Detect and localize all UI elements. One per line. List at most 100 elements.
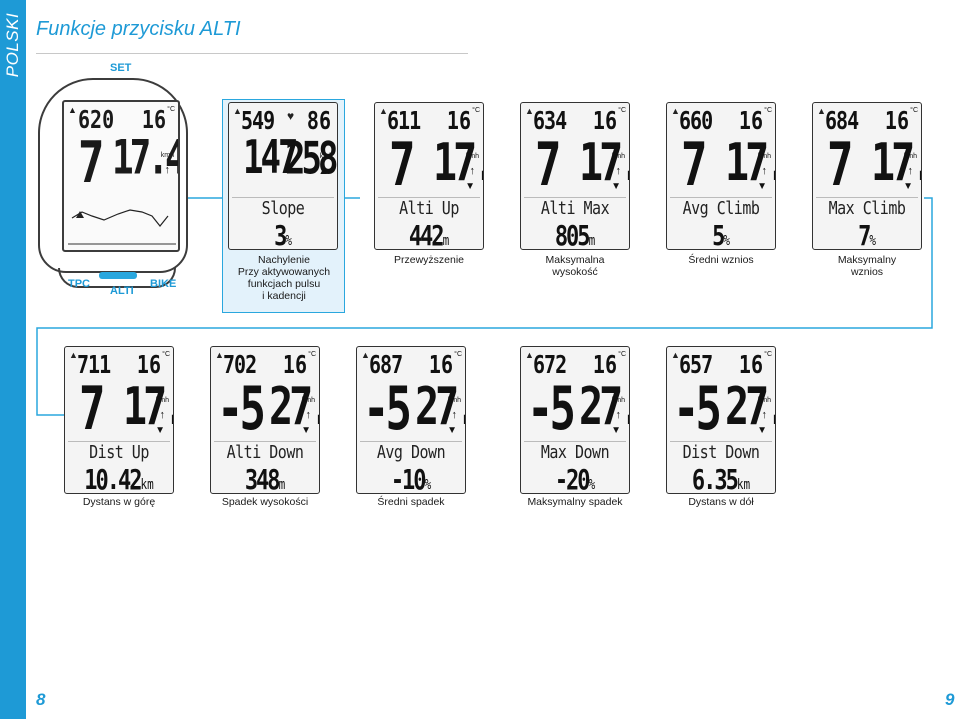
lcd-temp-unit: °C bbox=[454, 351, 462, 358]
tpc-button-label: TPC bbox=[68, 278, 90, 290]
arrow-up-icon: ↑ bbox=[907, 165, 914, 177]
arrow-up-icon: ↑ bbox=[761, 165, 768, 177]
arrow-up-icon: ▲ bbox=[318, 165, 329, 177]
device-temp-unit: °C bbox=[167, 106, 175, 113]
lcd-mode-value: 5% bbox=[712, 221, 730, 250]
lcd-divider bbox=[524, 441, 626, 442]
bike-button-label: BIKE bbox=[150, 278, 177, 290]
language-sidebar: POLSKI bbox=[0, 0, 26, 719]
lcd-mode-value: 442m bbox=[408, 221, 450, 250]
lcd-altitude: 687 bbox=[369, 349, 403, 379]
mountain-icon: ▲ bbox=[671, 106, 680, 116]
triangle-down-icon: ▼ bbox=[447, 425, 457, 436]
lcd-temperature: 16 bbox=[738, 349, 763, 379]
lcd-mode-value: -20% bbox=[554, 465, 596, 494]
lcd-speed-unit: kmh bbox=[611, 397, 625, 404]
alti-button[interactable] bbox=[99, 272, 137, 279]
triangle-down-icon: ▼ bbox=[757, 425, 767, 436]
mountain-icon: ▲ bbox=[215, 350, 224, 360]
lcd-divider bbox=[360, 441, 462, 442]
caption-dist-down: Dystans w dół bbox=[656, 496, 786, 508]
caption-text: Maksymalny wznios bbox=[837, 254, 897, 278]
lcd-speed-left: -5 bbox=[673, 375, 722, 444]
lcd-temperature: 16 bbox=[738, 105, 763, 135]
lcd-speed-right: 27.4 bbox=[579, 377, 629, 437]
lcd-pulse: 147 bbox=[243, 131, 298, 185]
device-screen: ▲ 620 16 °C 7 17.4 kmh ↑ bbox=[62, 100, 180, 252]
lcd-temp-unit: °C bbox=[764, 107, 772, 114]
altitude-profile-graph bbox=[68, 209, 176, 245]
arrow-up-icon: ↑ bbox=[761, 409, 768, 421]
caption-alti-up: Przewyższenie bbox=[364, 254, 494, 266]
lcd-mode: Alti Max bbox=[540, 197, 610, 219]
caption-avg-down: Średni spadek bbox=[346, 496, 476, 508]
lcd-mode-value: 348m bbox=[244, 465, 286, 494]
lcd-temp-unit: °C bbox=[618, 351, 626, 358]
caption-text: Średni spadek bbox=[377, 496, 445, 508]
lcd-mode: Dist Up bbox=[89, 441, 149, 463]
arrow-up-icon: ↑ bbox=[615, 409, 622, 421]
lcd-speed-unit: kmh bbox=[155, 397, 169, 404]
lcd-speed-right: 27.4 bbox=[269, 377, 319, 437]
lcd-temp-unit: °C bbox=[472, 107, 480, 114]
lcd-mode-value: 6.35km bbox=[691, 465, 751, 494]
arrow-up-icon: ↑ bbox=[615, 165, 622, 177]
alti-button-label: ALTI bbox=[110, 285, 134, 297]
language-label: POLSKI bbox=[3, 12, 22, 78]
heart-rate-icon: ♥ bbox=[287, 109, 295, 123]
lcd-temp-unit: °C bbox=[764, 351, 772, 358]
caption-max-down: Maksymalny spadek bbox=[510, 496, 640, 508]
device-speed-right: 17.4 bbox=[112, 132, 180, 186]
lcd-slope: ▲ 549 ♥ 86 147 258 kmh ▲ Slope 3% bbox=[228, 102, 338, 250]
device-arrow: ↑ bbox=[164, 164, 171, 176]
lcd-altitude: 684 bbox=[825, 105, 859, 135]
lcd-divider bbox=[378, 197, 480, 198]
triangle-down-icon: ▼ bbox=[611, 425, 621, 436]
lcd-speed-left: 7 bbox=[535, 131, 561, 200]
caption-alti-max: Maksymalna wysokość bbox=[510, 254, 640, 278]
lcd-temp-unit: °C bbox=[618, 107, 626, 114]
triangle-down-icon: ▼ bbox=[301, 425, 311, 436]
lcd-speed-left: -5 bbox=[527, 375, 576, 444]
lcd-altitude: 711 bbox=[77, 349, 111, 379]
caption-text: Maksymalna wysokość bbox=[545, 254, 605, 278]
lcd-max-down: ▲ 672 16 °C -5 27.4 kmh ↑ ▼ Max Down -20… bbox=[520, 346, 630, 494]
caption-text: Maksymalny spadek bbox=[527, 496, 623, 508]
triangle-down-icon: ▼ bbox=[757, 181, 767, 192]
lcd-altitude: 549 bbox=[241, 105, 275, 135]
mountain-icon: ▲ bbox=[525, 106, 534, 116]
caption-max-climb: Maksymalny wznios bbox=[802, 254, 932, 278]
triangle-down-icon: ▼ bbox=[903, 181, 913, 192]
lcd-mode: Alti Down bbox=[226, 441, 304, 463]
lcd-divider bbox=[670, 197, 772, 198]
caption-text: Spadek wysokości bbox=[221, 496, 309, 508]
lcd-divider bbox=[214, 441, 316, 442]
mountain-icon: ▲ bbox=[379, 106, 388, 116]
lcd-dist-up: ▲ 711 16 °C 7 17.4 kmh ↑ ▼ Dist Up 10.42… bbox=[64, 346, 174, 494]
lcd-speed-left: -5 bbox=[363, 375, 412, 444]
triangle-down-icon: ▼ bbox=[155, 425, 165, 436]
mountain-icon: ▲ bbox=[361, 350, 370, 360]
lcd-mode-value: 805m bbox=[554, 221, 596, 250]
lcd-divider bbox=[524, 197, 626, 198]
lcd-speed-unit: kmh bbox=[611, 153, 625, 160]
lcd-altitude: 660 bbox=[679, 105, 713, 135]
lcd-mode: Slope bbox=[261, 197, 305, 219]
lcd-divider bbox=[232, 197, 334, 198]
lcd-temperature: 16 bbox=[136, 349, 161, 379]
lcd-temperature: 16 bbox=[592, 349, 617, 379]
lcd-alti-down: ▲ 702 16 °C -5 27.4 kmh ↑ ▼ Alti Down 34… bbox=[210, 346, 320, 494]
lcd-mode: Max Climb bbox=[828, 197, 906, 219]
lcd-max-climb: ▲ 684 16 °C 7 17.4 kmh ↑ ▼ Max Climb 7% bbox=[812, 102, 922, 250]
mountain-icon: ▲ bbox=[817, 106, 826, 116]
lcd-mode: Dist Down bbox=[682, 441, 760, 463]
lcd-temperature: 16 bbox=[446, 105, 471, 135]
lcd-speed-right: 17.4 bbox=[725, 133, 775, 193]
caption-text: Dystans w dół bbox=[688, 496, 754, 508]
lcd-avg-climb: ▲ 660 16 °C 7 17.4 kmh ↑ ▼ Avg Climb 5% bbox=[666, 102, 776, 250]
caption-text: Dystans w górę bbox=[82, 496, 156, 508]
caption-text: Nachylenie Przy aktywowanych funkcjach p… bbox=[237, 254, 331, 302]
caption-alti-down: Spadek wysokości bbox=[200, 496, 330, 508]
lcd-speed-right: 27.4 bbox=[415, 377, 465, 437]
lcd-speed-right: 17.4 bbox=[123, 377, 173, 437]
